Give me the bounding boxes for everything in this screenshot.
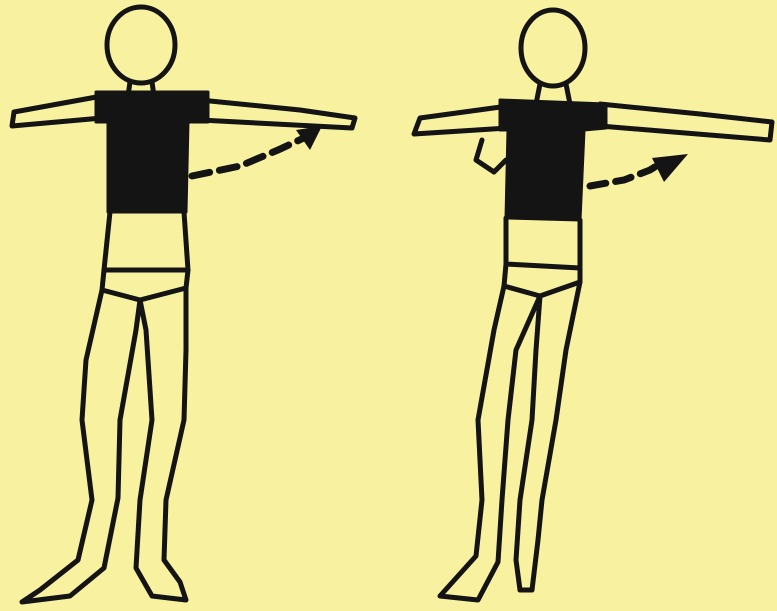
illustration-canvas [0,0,777,611]
exercise-illustration [0,0,777,611]
